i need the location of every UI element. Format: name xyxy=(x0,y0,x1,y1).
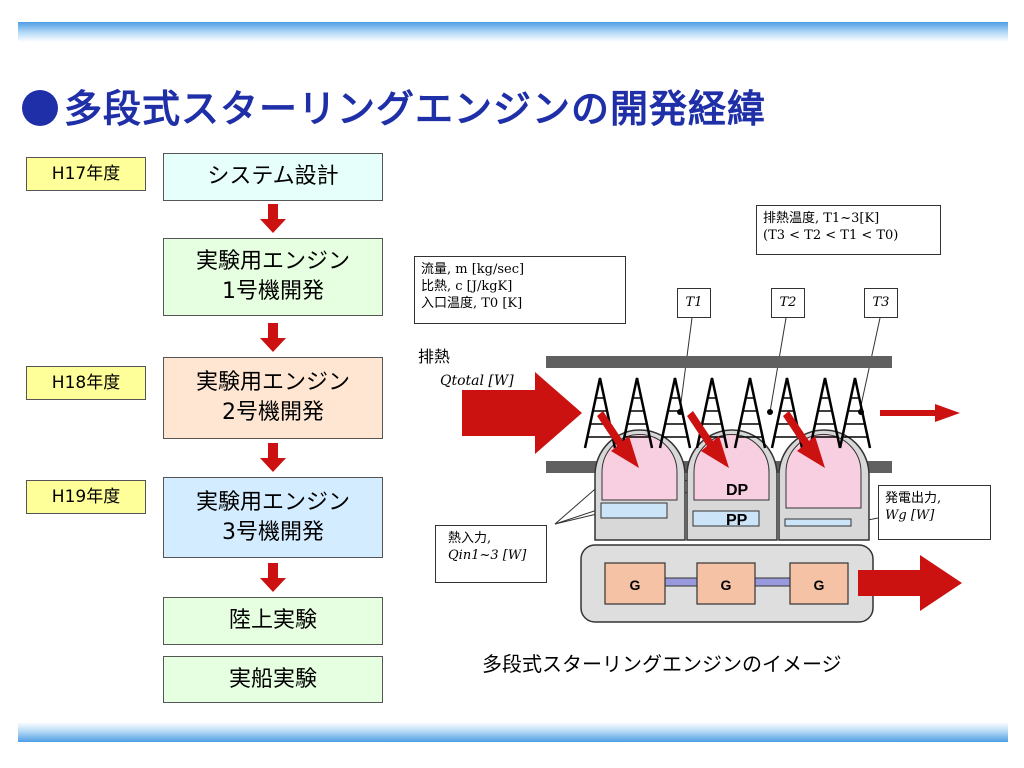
year-label-h19: H19年度 xyxy=(26,480,146,514)
generator-3 xyxy=(789,562,849,605)
step-engine-3-line1: 実験用エンジン xyxy=(195,489,350,515)
down-arrow-icon xyxy=(260,443,286,472)
t2-box: T2 xyxy=(771,288,805,318)
down-arrow-icon xyxy=(260,204,286,233)
t2-label: T2 xyxy=(779,295,797,310)
step-engine-1-line1: 実験用エンジン xyxy=(195,249,350,274)
exhaust-label: 排熱 xyxy=(418,347,451,366)
heat-input-box: 熱入力, Qin1~3 [W] xyxy=(435,525,547,583)
generator-2-label: G xyxy=(721,577,732,593)
sensor-dot-t3 xyxy=(858,409,864,415)
down-arrow-icon xyxy=(260,563,286,592)
step-ship-test: 実船実験 xyxy=(163,656,383,703)
t1-label: T1 xyxy=(685,295,703,310)
page-title: 多段式スターリングエンジンの開発経緯 xyxy=(22,78,766,133)
generator-shaft-link-2 xyxy=(754,577,791,587)
inlet-temp-label: 入口温度, T0 [K] xyxy=(421,296,523,311)
heat-input-arrow-icon xyxy=(687,411,729,468)
power-piston-label: PP xyxy=(726,512,748,529)
piston-3 xyxy=(784,518,852,527)
year-label-h17: H17年度 xyxy=(26,157,146,191)
power-output-arrow-icon xyxy=(858,555,962,611)
exhaust-temp-box: 排熱温度, T1~3[K] (T3 < T2 < T1 < T0) xyxy=(756,205,941,255)
exhaust-inlet-arrow-icon xyxy=(462,372,582,454)
generator-shaft-link-1 xyxy=(664,577,698,587)
step-engine-3: 実験用エンジン 3号機開発 xyxy=(163,477,383,558)
step-land-test: 陸上実験 xyxy=(163,597,383,645)
hot-head-3 xyxy=(785,434,862,509)
step-engine-3-line2: 3号機開発 xyxy=(222,519,324,545)
down-arrow-icon xyxy=(260,323,286,352)
generator-1-label: G xyxy=(630,577,641,593)
duct-top-bar xyxy=(546,356,892,368)
step-engine-1-line2: 1号機開発 xyxy=(222,279,324,304)
generator-2 xyxy=(696,562,756,605)
exhaust-outlet-arrow-icon xyxy=(880,404,960,422)
power-output-label: 発電出力, xyxy=(885,491,942,506)
t1-box: T1 xyxy=(677,288,711,318)
t3-box: T3 xyxy=(864,288,898,318)
page-title-text: 多段式スターリングエンジンの開発経緯 xyxy=(64,87,767,131)
step-engine-2: 実験用エンジン 2号機開発 xyxy=(163,357,383,439)
generator-3-label: G xyxy=(814,577,825,593)
heat-input-arrow-icon xyxy=(597,411,639,468)
sensor-dot-t2 xyxy=(767,409,773,415)
flow-rate-label: 流量, m [kg/sec] xyxy=(421,262,525,277)
heat-input-arrow-icon xyxy=(783,411,825,468)
step-land-test-label: 陸上実験 xyxy=(228,608,317,633)
bottom-gradient-band xyxy=(18,722,1008,742)
heat-input-value: Qin1~3 [W] xyxy=(448,548,527,563)
generator-1 xyxy=(604,562,666,605)
step-ship-test-label: 実船実験 xyxy=(228,666,317,692)
top-gradient-band xyxy=(18,22,1008,42)
diagram-caption: 多段式スターリングエンジンのイメージ xyxy=(482,652,842,676)
q-total-label: Qtotal [W] xyxy=(440,373,514,389)
step-system-design: システム設計 xyxy=(163,153,383,201)
step-engine-2-line2: 2号機開発 xyxy=(222,400,324,425)
power-output-box: 発電出力, Wg [W] xyxy=(878,485,991,540)
engine-diagram: G G G DP PP xyxy=(462,317,962,623)
piston-1 xyxy=(600,502,668,519)
flow-info-box: 流量, m [kg/sec] 比熱, c [J/kgK] 入口温度, T0 [K… xyxy=(414,256,626,324)
power-output-value: Wg [W] xyxy=(885,508,935,523)
displacer-piston-label: DP xyxy=(726,482,749,499)
piston-2 xyxy=(692,510,760,527)
exhaust-temp-label: 排熱温度, T1~3[K] xyxy=(763,211,880,226)
heat-input-label: 熱入力, xyxy=(448,531,492,546)
bullet-dot-icon xyxy=(22,90,58,126)
year-label-h18: H18年度 xyxy=(26,366,146,400)
sensor-dot-t1 xyxy=(677,409,683,415)
step-system-design-label: システム設計 xyxy=(207,164,339,189)
exhaust-temp-order: (T3 < T2 < T1 < T0) xyxy=(763,228,899,243)
t3-label: T3 xyxy=(872,295,890,310)
specific-heat-label: 比熱, c [J/kgK] xyxy=(421,279,513,294)
step-engine-2-line1: 実験用エンジン xyxy=(195,370,350,395)
step-engine-1: 実験用エンジン 1号機開発 xyxy=(163,238,383,316)
